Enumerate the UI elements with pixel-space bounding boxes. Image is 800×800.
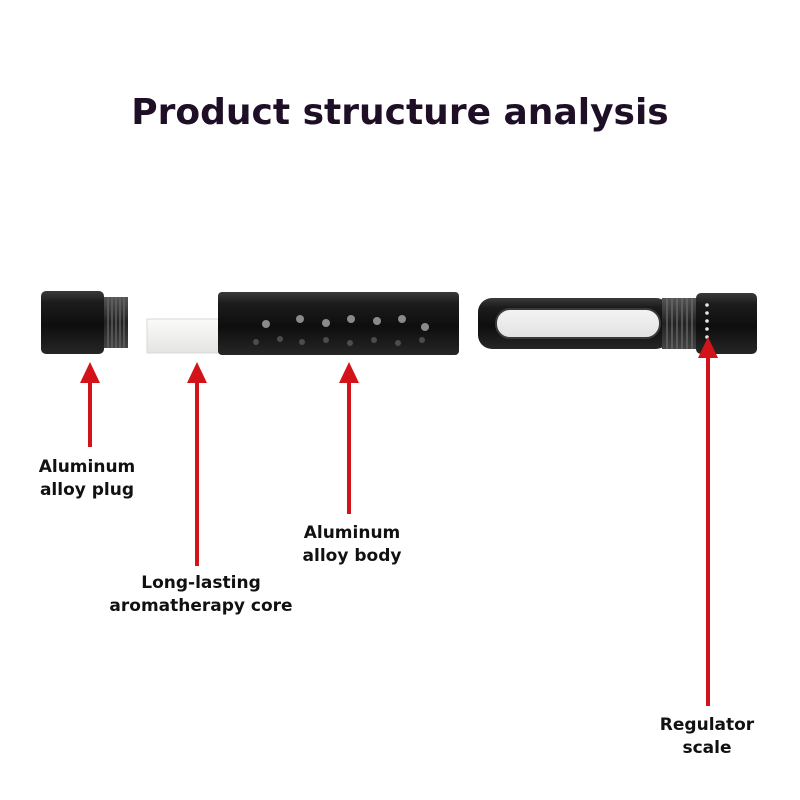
arrow-body — [339, 362, 359, 514]
aromatherapy-core — [146, 318, 226, 354]
aluminum-plug — [41, 291, 128, 354]
aluminum-body — [218, 292, 459, 355]
label-regulator-scale: Regulator scale — [659, 715, 755, 758]
regulator-scale-marks — [705, 303, 709, 339]
arrow-plug — [80, 362, 100, 447]
label-aluminum-body: Aluminum alloy body — [302, 523, 402, 566]
label-aluminum-plug: Aluminum alloy plug — [38, 457, 136, 500]
arrow-core — [187, 362, 207, 566]
arrow-scale — [698, 337, 718, 706]
page-title: Product structure analysis — [131, 92, 669, 133]
regulator-section — [478, 293, 757, 354]
label-aromatherapy-core: Long-lasting aromatherapy core — [109, 573, 293, 616]
